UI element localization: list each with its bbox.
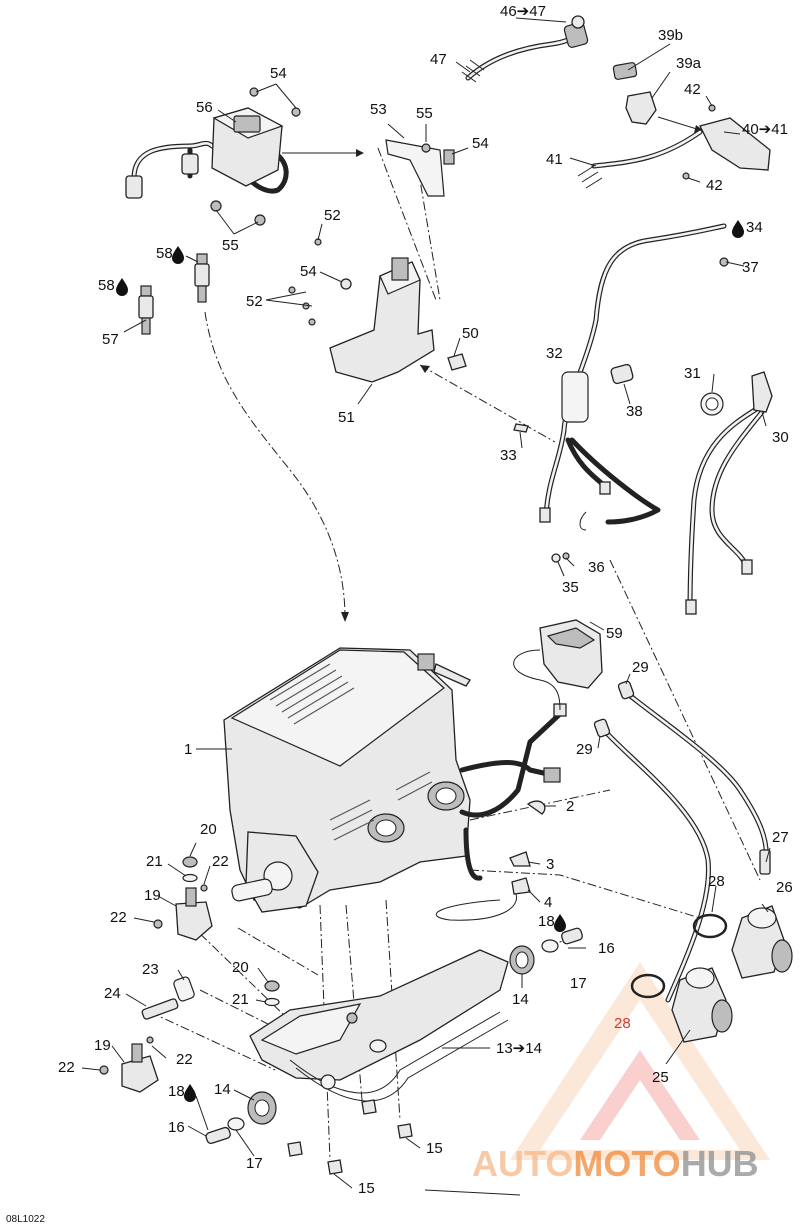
part-39-40-sensor-bracket [577, 62, 771, 189]
part-59-sensor-cover [513, 619, 603, 711]
callout-2: 2 [566, 798, 574, 815]
clips-2-3-4 [435, 800, 546, 921]
callout-54-right: 54 [472, 135, 489, 152]
callout-37: 37 [742, 259, 759, 276]
callout-21-upper: 21 [146, 853, 163, 870]
callout-24: 24 [104, 985, 121, 1002]
callout-16-left: 16 [168, 1119, 185, 1136]
callout-15-b: 15 [358, 1180, 375, 1197]
callout-54-top: 54 [270, 65, 287, 82]
brand-part-moto: MOTO [573, 1143, 680, 1184]
callout-22-a: 22 [212, 853, 229, 870]
callout-41: 41 [546, 151, 563, 168]
callout-59: 59 [606, 625, 623, 642]
callout-47: 47 [430, 51, 447, 68]
callout-29-lower: 29 [576, 741, 593, 758]
callout-18-left: 18 [168, 1083, 185, 1100]
callout-28-lower: 28 [614, 1015, 631, 1032]
callout-39a: 39a [676, 55, 702, 72]
brand-part-auto: AUTO [472, 1143, 573, 1184]
callout-21-lower: 21 [232, 991, 249, 1008]
callout-15-a: 15 [426, 1140, 443, 1157]
callout-19-upper: 19 [144, 887, 161, 904]
callout-3: 3 [546, 856, 554, 873]
callout-56: 56 [196, 99, 213, 116]
callout-46-47: 46➔47 [500, 3, 546, 20]
callout-14-right: 14 [512, 991, 529, 1008]
callout-33: 33 [500, 447, 517, 464]
callout-23: 23 [142, 961, 159, 978]
watermark-brand-text: AUTOMOTOHUB [472, 1143, 759, 1184]
callout-32: 32 [546, 345, 563, 362]
callout-31: 31 [684, 365, 701, 382]
callout-50: 50 [462, 325, 479, 342]
oil-drop-icon [732, 220, 744, 238]
callout-25: 25 [652, 1069, 669, 1086]
callout-52-upper: 52 [324, 207, 341, 224]
callout-30: 30 [772, 429, 789, 446]
callout-28-upper: 28 [708, 873, 725, 890]
callout-20-lower: 20 [232, 959, 249, 976]
callout-55-lower: 55 [222, 237, 239, 254]
callout-58-left: 58 [98, 277, 115, 294]
oil-drop-icon-group [116, 220, 744, 1102]
callout-22-c: 22 [176, 1051, 193, 1068]
callout-42-lower: 42 [706, 177, 723, 194]
oil-drop-icon [172, 246, 184, 264]
callout-52-lower: 52 [246, 293, 263, 310]
callout-36: 36 [588, 559, 605, 576]
ignition-coil-group [125, 87, 455, 226]
throttle-and-harness-cables [513, 223, 729, 563]
svg-text:AUTOMOTOHUB: AUTOMOTOHUB [472, 1143, 759, 1184]
engine-block [223, 647, 567, 913]
callout-27: 27 [772, 829, 789, 846]
callout-57: 57 [102, 331, 119, 348]
callout-58-upper: 58 [156, 245, 173, 262]
callout-38: 38 [626, 403, 643, 420]
watermark-logo [510, 962, 770, 1160]
callout-16-right: 16 [598, 940, 615, 957]
callout-53: 53 [370, 101, 387, 118]
callout-17-left: 17 [246, 1155, 263, 1172]
oil-drop-icon [116, 278, 128, 296]
oil-drop-icon [554, 914, 566, 932]
callout-42-upper: 42 [684, 81, 701, 98]
callout-20-upper: 20 [200, 821, 217, 838]
callout-13: 13➔14 [496, 1040, 542, 1057]
callout-labels: 1 2 3 4 13➔14 14 14 15 15 16 16 17 17 18… [58, 3, 793, 1197]
callout-54-mid: 54 [300, 263, 317, 280]
callout-18-right: 18 [538, 913, 555, 930]
callout-22-b: 22 [110, 909, 127, 926]
callout-26: 26 [776, 879, 793, 896]
callout-17-right: 17 [570, 975, 587, 992]
callout-leaders [81, 17, 771, 1189]
brand-part-hub: HUB [681, 1143, 759, 1184]
fuel-lines [685, 371, 773, 615]
oil-drop-icon [184, 1084, 196, 1102]
carburetors [593, 680, 793, 1043]
callout-39b: 39b [658, 27, 683, 44]
callout-14-left: 14 [214, 1081, 231, 1098]
callout-34: 34 [746, 219, 763, 236]
engine-mounts [99, 856, 583, 1175]
callout-40-41: 40➔41 [742, 121, 788, 138]
callout-35: 35 [562, 579, 579, 596]
electrical-bracket [288, 238, 467, 383]
spark-plugs [138, 253, 210, 335]
reference-code: 08L1022 [6, 1214, 45, 1225]
callout-51: 51 [338, 409, 355, 426]
callout-4: 4 [544, 894, 552, 911]
callout-55-top: 55 [416, 105, 433, 122]
callout-1: 1 [184, 741, 192, 758]
part-46-47-cable-sensor [461, 15, 589, 83]
callout-22-d: 22 [58, 1059, 75, 1076]
callout-29-upper: 29 [632, 659, 649, 676]
callout-19-lower: 19 [94, 1037, 111, 1054]
